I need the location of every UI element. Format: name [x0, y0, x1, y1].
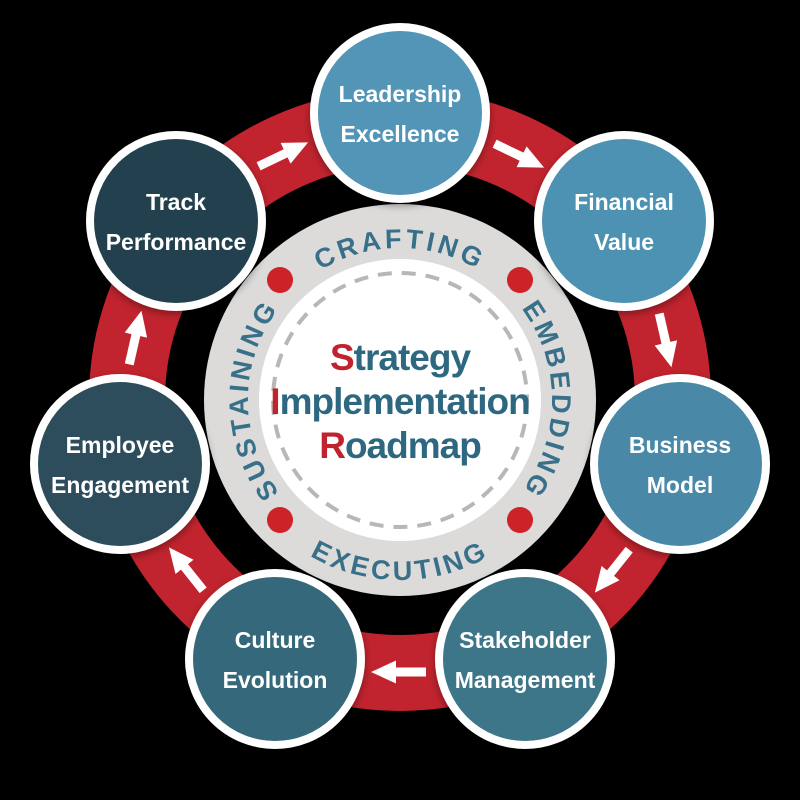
node-leadership-excellence: Leadership Excellence [310, 23, 490, 203]
node-label-line1: Culture [235, 627, 316, 653]
phase-dots [267, 267, 533, 533]
node-circle [185, 569, 365, 749]
phase-dot-icon [267, 267, 293, 293]
node-circle [534, 131, 714, 311]
phase-dot-icon [507, 267, 533, 293]
node-circle [86, 131, 266, 311]
node-label-line2: Excellence [341, 121, 460, 147]
node-financial-value: Financial Value [534, 131, 714, 311]
node-culture-evolution: Culture Evolution [185, 569, 365, 749]
node-label-line2: Management [455, 667, 596, 693]
node-label-line2: Engagement [51, 472, 189, 498]
node-track-performance: Track Performance [86, 131, 266, 311]
node-label-line1: Employee [66, 432, 175, 458]
title-rest: trategy [354, 337, 472, 378]
dashed-border-circle [271, 271, 529, 529]
node-label-line1: Business [629, 432, 731, 458]
title-rest: oadmap [345, 425, 481, 466]
center-title-line1: Strategy [330, 337, 471, 378]
node-business-model: Business Model [590, 374, 770, 554]
center-title-line3: Roadmap [319, 425, 481, 466]
center-circle [259, 259, 541, 541]
step-nodes: Leadership Excellence Financial Value Bu… [30, 23, 770, 749]
title-highlight-letter: S [330, 337, 354, 378]
node-label-line1: Stakeholder [459, 627, 591, 653]
node-circle [310, 23, 490, 203]
node-label-line2: Performance [106, 229, 247, 255]
node-circle [30, 374, 210, 554]
title-rest: mplementation [280, 381, 530, 422]
node-label-line1: Track [146, 189, 206, 215]
title-highlight-letter: R [319, 425, 345, 466]
node-label-line1: Financial [574, 189, 674, 215]
phase-dot-icon [267, 507, 293, 533]
phase-ring [204, 204, 596, 596]
title-highlight-letter: I [270, 381, 279, 422]
center-title: Strategy Implementation Roadmap [270, 337, 530, 466]
phase-dot-icon [507, 507, 533, 533]
node-circle [435, 569, 615, 749]
node-employee-engagement: Employee Engagement [30, 374, 210, 554]
center-title-line2: Implementation [270, 381, 529, 422]
node-stakeholder-management: Stakeholder Management [435, 569, 615, 749]
node-label-line2: Evolution [223, 667, 328, 693]
node-label-line2: Model [647, 472, 713, 498]
node-label-line2: Value [594, 229, 654, 255]
node-label-line1: Leadership [339, 81, 462, 107]
node-circle [590, 374, 770, 554]
